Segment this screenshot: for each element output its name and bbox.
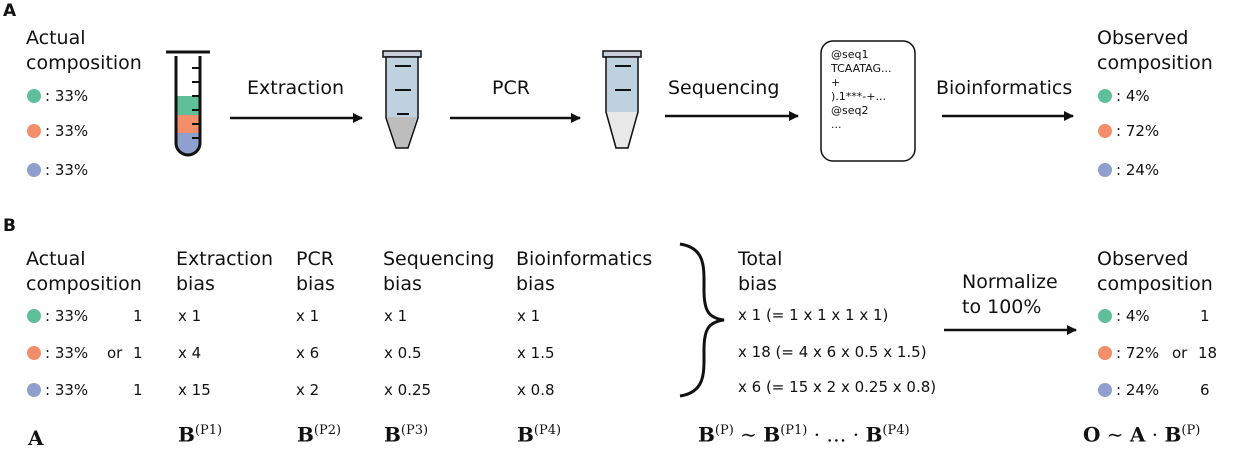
bias-header-pcr: bias <box>296 273 335 295</box>
eppendorf-tube-icon <box>602 50 642 149</box>
formula-b-p1: B(P1) <box>178 422 223 447</box>
bias-header-extraction: Extraction <box>176 248 273 270</box>
tube-layer-green <box>176 96 200 115</box>
step-label-bioinformatics: Bioinformatics <box>936 77 1073 99</box>
bias-value: x 1.5 <box>517 344 555 362</box>
curly-brace <box>679 242 725 398</box>
actual-composition-title: composition <box>26 52 142 74</box>
relative-value: 1 <box>133 307 143 325</box>
step-label-extraction: Extraction <box>247 77 344 99</box>
actual-value: : 33% <box>45 307 89 325</box>
orange-dot-icon <box>1098 346 1112 360</box>
observed-value: : 4% <box>1116 87 1150 105</box>
purple-dot-icon <box>27 163 41 177</box>
fastq-line: ... <box>831 118 842 131</box>
formula-a: A <box>28 426 44 450</box>
total-bias-header: bias <box>738 273 777 295</box>
orange-dot-icon <box>27 124 41 138</box>
bias-value: x 1 <box>296 307 320 325</box>
bias-value: x 4 <box>178 344 202 362</box>
tube-layer-orange <box>176 115 200 133</box>
actual-value: : 33% <box>45 161 89 179</box>
purple-dot-icon <box>27 383 41 397</box>
or-text: or <box>107 344 123 362</box>
bias-value: x 6 <box>296 344 320 362</box>
bias-value: x 0.5 <box>384 344 422 362</box>
relative-value: 1 <box>133 344 143 362</box>
observed-count: 6 <box>1200 381 1210 399</box>
observed-composition-title: Observed <box>1097 248 1189 270</box>
formula-b-p4: B(P4) <box>517 422 562 447</box>
test-tube-icon <box>166 50 210 157</box>
actual-value: : 33% <box>45 122 89 140</box>
total-bias-value: x 1 (= 1 x 1 x 1 x 1) <box>738 306 889 324</box>
observed-composition-title: composition <box>1097 52 1213 74</box>
panel-label-b: B <box>3 216 16 236</box>
observed-value: : 72% <box>1116 344 1160 362</box>
eppendorf-tube-icon <box>382 50 422 149</box>
actual-value: : 33% <box>45 87 89 105</box>
purple-dot-icon <box>1098 163 1112 177</box>
bias-value: x 15 <box>178 381 211 399</box>
bias-header-bioinformatics: bias <box>516 273 555 295</box>
actual-value: : 33% <box>45 344 89 362</box>
actual-composition-title: Actual <box>26 27 86 49</box>
bias-header-pcr: PCR <box>296 248 334 270</box>
formula-b-p2: B(P2) <box>297 422 342 447</box>
fastq-box <box>820 40 916 162</box>
step-label-sequencing: Sequencing <box>668 77 780 99</box>
bias-header-sequencing: Sequencing <box>383 248 495 270</box>
formula-total-bias: B(P) ∼ B(P1) · … · B(P4) <box>698 422 910 447</box>
fastq-line: TCAATAG... <box>831 62 892 75</box>
bias-header-sequencing: bias <box>383 273 422 295</box>
fastq-line: + <box>831 76 841 89</box>
bias-value: x 0.8 <box>517 381 555 399</box>
fastq-line: ).1***-+... <box>831 90 886 103</box>
fastq-line: @seq2 <box>831 104 869 117</box>
relative-value: 1 <box>133 381 143 399</box>
normalize-label: to 100% <box>962 296 1042 318</box>
fastq-line: @seq1 <box>831 48 869 61</box>
total-bias-value: x 18 (= 4 x 6 x 0.5 x 1.5) <box>738 343 927 361</box>
bias-header-extraction: bias <box>176 273 215 295</box>
step-label-pcr: PCR <box>492 77 530 99</box>
observed-value: : 4% <box>1116 307 1150 325</box>
actual-composition-title: composition <box>26 273 142 295</box>
actual-value: : 33% <box>45 381 89 399</box>
total-bias-value: x 6 (= 15 x 2 x 0.25 x 0.8) <box>738 378 937 396</box>
bias-value: x 1 <box>517 307 541 325</box>
orange-dot-icon <box>27 346 41 360</box>
observed-value: : 24% <box>1116 161 1160 179</box>
total-bias-header: Total <box>738 248 783 270</box>
observed-composition-title: composition <box>1097 273 1213 295</box>
bias-value: x 0.25 <box>384 381 432 399</box>
actual-composition-title: Actual <box>26 248 86 270</box>
green-dot-icon <box>27 309 41 323</box>
purple-dot-icon <box>1098 383 1112 397</box>
green-dot-icon <box>1098 309 1112 323</box>
bias-value: x 1 <box>178 307 202 325</box>
observed-count: 1 <box>1200 307 1210 325</box>
bias-value: x 1 <box>384 307 408 325</box>
orange-dot-icon <box>1098 124 1112 138</box>
observed-composition-title: Observed <box>1097 27 1189 49</box>
observed-count: 18 <box>1198 344 1218 362</box>
normalize-label: Normalize <box>962 271 1058 293</box>
formula-observed: O ∼ A · B(P) <box>1083 422 1201 447</box>
formula-b-p3: B(P3) <box>384 422 429 447</box>
panel-label-a: A <box>3 1 17 21</box>
bias-value: x 2 <box>296 381 320 399</box>
or-text: or <box>1172 344 1188 362</box>
green-dot-icon <box>27 89 41 103</box>
observed-value: : 72% <box>1116 122 1160 140</box>
observed-value: : 24% <box>1116 381 1160 399</box>
green-dot-icon <box>1098 89 1112 103</box>
bias-header-bioinformatics: Bioinformatics <box>516 248 653 270</box>
